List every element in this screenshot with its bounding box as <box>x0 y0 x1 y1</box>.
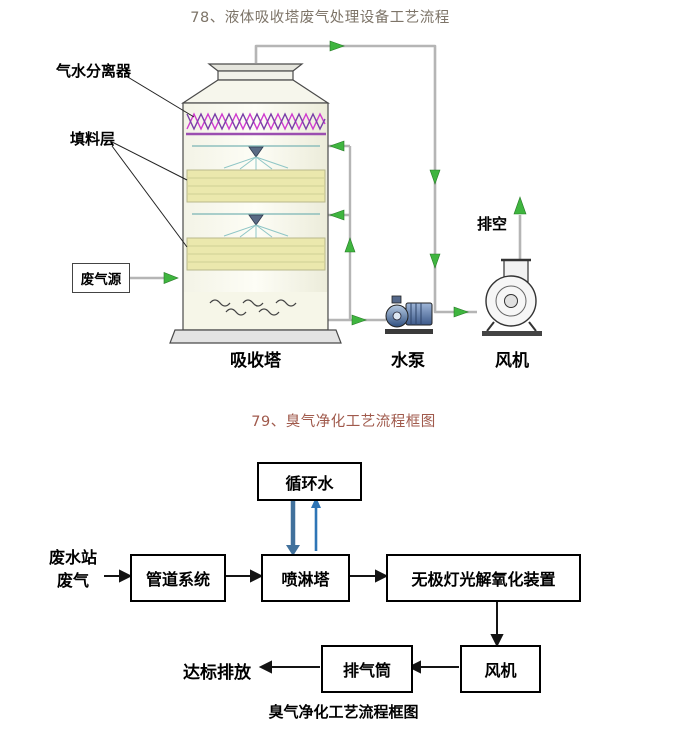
demister-band <box>186 112 326 136</box>
label-discharge-up-to-standard: 达标排放 <box>183 663 251 683</box>
section-title-78: 78、液体吸收塔废气处理设备工艺流程 <box>190 10 450 26</box>
packing-layer-2 <box>186 237 326 271</box>
leader-packing-2 <box>111 145 188 248</box>
flowchart-caption: 臭气净化工艺流程框图 <box>268 703 419 721</box>
pump-icon <box>385 295 433 334</box>
tower-cone <box>180 79 331 104</box>
arrow-gas-top <box>329 40 345 52</box>
arrow-fan-inlet <box>453 306 469 318</box>
flow-arrows-green <box>163 40 527 326</box>
node-pipe-system: 管道系统 <box>130 554 226 602</box>
arrow-circulation-up <box>311 497 321 551</box>
arrow-circulation-down <box>286 498 300 556</box>
node-fan: 风机 <box>460 645 541 693</box>
liquid-sump <box>184 292 327 329</box>
tower-top-flange <box>207 63 304 72</box>
leader-packing-1 <box>111 141 188 181</box>
label-gas-water-separator: 气水分离器 <box>56 62 132 80</box>
arrow-vent-up <box>513 196 527 215</box>
arrow-source-inlet <box>163 272 179 284</box>
pipe-recirculation-riser <box>328 144 352 320</box>
label-wastewater-station-gas-line1: 废水站 <box>48 548 97 567</box>
spray-nozzle-1 <box>248 146 264 158</box>
arrow-suction <box>351 314 367 326</box>
node-exhaust-stack: 排气筒 <box>321 645 413 693</box>
label-packing-layer: 填料层 <box>70 130 116 148</box>
arrow-spray-feed-2 <box>329 209 345 221</box>
leader-separator <box>125 75 195 118</box>
arrow-spray-feed-1 <box>329 140 345 152</box>
node-circulating-water: 循环水 <box>257 462 362 501</box>
label-vent: 排空 <box>477 215 508 233</box>
pipe-gas-line <box>254 44 477 314</box>
tower-collar <box>217 70 294 81</box>
label-water-pump: 水泵 <box>391 351 425 371</box>
waste-gas-source-box: 废气源 <box>72 263 130 293</box>
flowchart-arrows-black <box>104 569 504 674</box>
tower-base-slab <box>169 329 342 344</box>
arrow-riser-up <box>344 237 356 253</box>
section-title-79: 79、臭气净化工艺流程框图 <box>251 414 436 430</box>
label-wastewater-station-gas: 废水站 废气 <box>40 546 106 592</box>
label-wastewater-station-gas-line2: 废气 <box>56 571 89 591</box>
fan-icon <box>482 258 542 336</box>
spray-header-1 <box>192 145 320 170</box>
node-uv-oxidation-unit: 无极灯光解氧化装置 <box>386 554 581 602</box>
spray-nozzle-2 <box>248 214 264 226</box>
packing-layer-1 <box>186 169 326 203</box>
label-fan: 风机 <box>495 351 529 371</box>
liquid-waves <box>209 299 297 316</box>
node-spray-tower: 喷淋塔 <box>261 554 350 602</box>
leader-lines <box>111 75 195 248</box>
arrow-gas-down-2 <box>429 253 441 269</box>
arrow-gas-down-1 <box>429 169 441 185</box>
label-absorption-tower: 吸收塔 <box>230 351 281 371</box>
spray-header-2 <box>192 213 320 238</box>
